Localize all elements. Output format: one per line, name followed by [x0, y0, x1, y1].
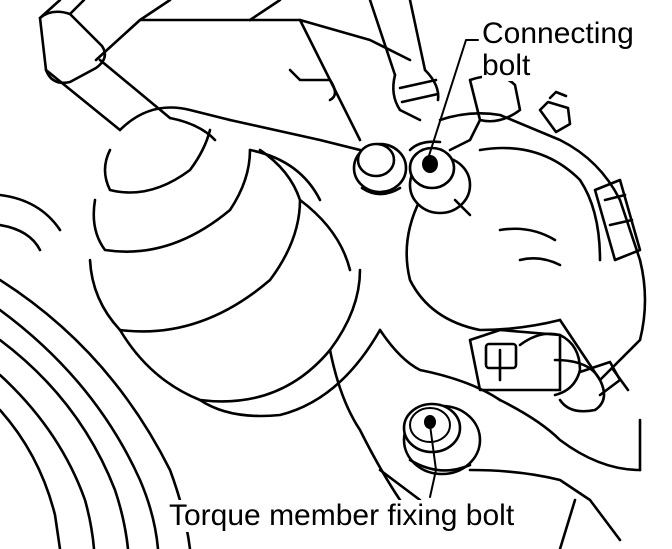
upper-guide-pin — [352, 142, 408, 196]
connecting-bolt-label-line2: bolt — [482, 48, 531, 82]
connecting-bolt-label: Connecting bolt — [482, 18, 634, 81]
torque-member-fixing-bolt-label: Torque member fixing bolt — [165, 500, 519, 532]
steering-knuckle — [328, 328, 642, 549]
connecting-bolt-label-line1: Connecting — [482, 17, 634, 50]
connecting-bolt-leader — [425, 39, 479, 166]
cv-boot — [88, 106, 402, 418]
torque-member-fixing-bolt — [402, 402, 482, 476]
brake-caliper — [405, 90, 647, 413]
torque-bolt-leader — [429, 424, 437, 498]
leader-lines — [425, 39, 479, 498]
upper-strut-arm — [38, 0, 412, 132]
connecting-bolt — [408, 140, 472, 217]
